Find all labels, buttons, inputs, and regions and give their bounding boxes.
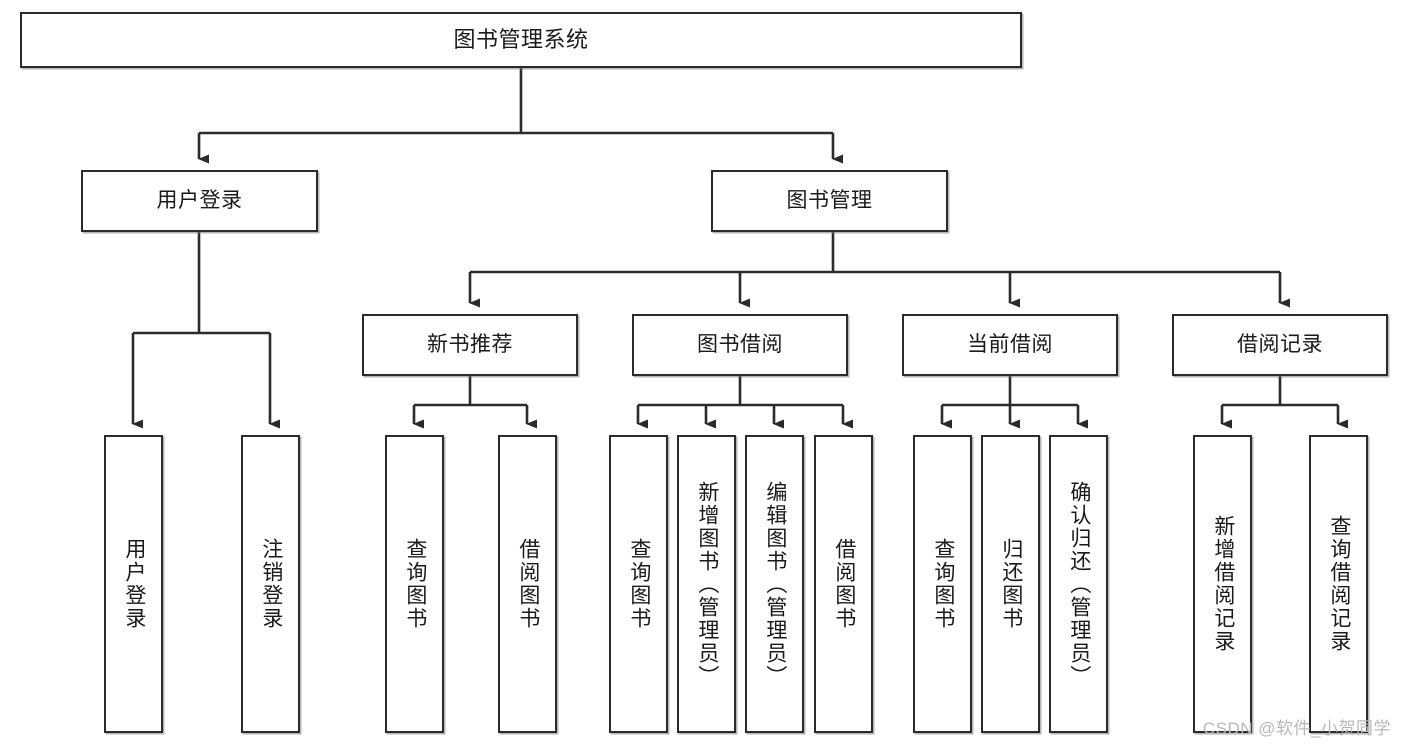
- node-leaf-query-record[interactable]: 查询借阅记录: [1309, 435, 1368, 733]
- node-label: 图书管理系统: [453, 27, 589, 53]
- node-label: 编辑图书（管理员）: [763, 480, 787, 688]
- node-label: 用户登录: [122, 538, 146, 630]
- node-leaf-query-book-1[interactable]: 查询图书: [385, 435, 444, 733]
- node-label: 确认归还（管理员）: [1067, 480, 1091, 688]
- node-root-book-management-system[interactable]: 图书管理系统: [20, 12, 1022, 68]
- node-label: 查询借阅记录: [1327, 515, 1351, 653]
- node-label: 用户登录: [156, 188, 243, 212]
- node-current-borrow[interactable]: 当前借阅: [902, 314, 1118, 376]
- node-leaf-query-book-3[interactable]: 查询图书: [913, 435, 972, 733]
- node-leaf-borrow-book-1[interactable]: 借阅图书: [498, 435, 557, 733]
- node-leaf-borrow-book-2[interactable]: 借阅图书: [814, 435, 873, 733]
- node-new-book-recommendation[interactable]: 新书推荐: [362, 314, 578, 376]
- node-leaf-query-book-2[interactable]: 查询图书: [609, 435, 668, 733]
- node-leaf-return-book[interactable]: 归还图书: [981, 435, 1040, 733]
- node-label: 新书推荐: [427, 332, 513, 356]
- node-label: 新增借阅记录: [1211, 515, 1235, 653]
- node-label: 借阅图书: [832, 538, 856, 630]
- node-leaf-user-login[interactable]: 用户登录: [104, 435, 163, 733]
- node-book-management[interactable]: 图书管理: [711, 170, 948, 232]
- node-leaf-confirm-return[interactable]: 确认归还（管理员）: [1049, 435, 1108, 733]
- node-label: 图书借阅: [697, 332, 783, 356]
- node-label: 新增图书（管理员）: [695, 480, 719, 688]
- node-book-borrow[interactable]: 图书借阅: [632, 314, 848, 376]
- node-leaf-logout[interactable]: 注销登录: [241, 435, 300, 733]
- node-leaf-add-book[interactable]: 新增图书（管理员）: [677, 435, 736, 733]
- node-label: 借阅记录: [1237, 332, 1323, 356]
- node-label: 图书管理: [786, 188, 873, 212]
- node-borrow-record[interactable]: 借阅记录: [1172, 314, 1388, 376]
- node-label: 借阅图书: [516, 538, 540, 630]
- node-label: 查询图书: [627, 538, 651, 630]
- csdn-watermark: CSDN @软件_小贺同学: [1202, 719, 1391, 738]
- node-user-login[interactable]: 用户登录: [81, 170, 318, 232]
- node-label: 注销登录: [259, 538, 283, 630]
- node-label: 查询图书: [931, 538, 955, 630]
- node-leaf-edit-book[interactable]: 编辑图书（管理员）: [745, 435, 804, 733]
- node-label: 归还图书: [999, 538, 1023, 630]
- node-label: 查询图书: [403, 538, 427, 630]
- node-label: 当前借阅: [967, 332, 1053, 356]
- node-leaf-add-record[interactable]: 新增借阅记录: [1193, 435, 1252, 733]
